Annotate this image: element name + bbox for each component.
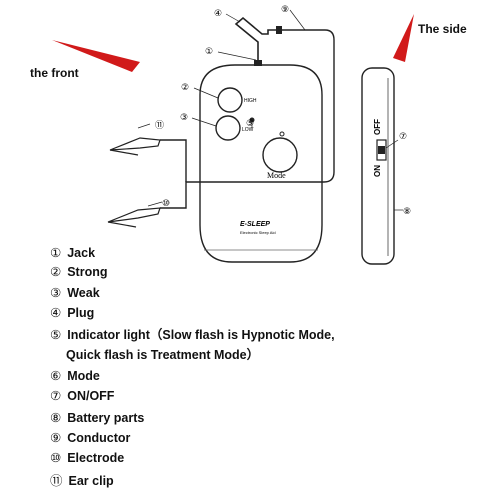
legend-item: ⑥ Mode bbox=[50, 368, 100, 383]
leader-3 bbox=[191, 117, 217, 127]
on-off-switch-knob bbox=[378, 146, 385, 154]
legend-text: Mode bbox=[67, 369, 100, 383]
legend-item: ① Jack bbox=[50, 245, 95, 260]
front-label: the front bbox=[30, 66, 79, 80]
legend-text: Electrode bbox=[67, 451, 125, 465]
callout-5: ⑤ bbox=[246, 119, 254, 129]
legend-text: Quick flash is Treatment Mode） bbox=[66, 348, 260, 362]
callout-2: ② bbox=[181, 83, 189, 93]
callout-11: ⑪ bbox=[155, 120, 164, 131]
leader-4 bbox=[225, 13, 241, 23]
legend-number: ⑥ bbox=[50, 368, 62, 383]
indicator-light bbox=[249, 117, 255, 123]
on-label: ON bbox=[373, 165, 382, 177]
ear-clip-lower-jaw bbox=[107, 221, 137, 228]
legend-text: Strong bbox=[67, 265, 108, 279]
legend-number: ⑦ bbox=[50, 388, 62, 403]
legend-item: ④ Plug bbox=[50, 305, 94, 320]
jack bbox=[254, 60, 262, 66]
front-arrow bbox=[52, 40, 140, 72]
leader-9 bbox=[289, 9, 306, 31]
legend-text: Conductor bbox=[67, 431, 131, 445]
off-label: OFF bbox=[373, 119, 382, 135]
mode-button[interactable] bbox=[262, 137, 298, 173]
ear-clip-lower bbox=[107, 207, 161, 223]
legend-number: ⑧ bbox=[50, 410, 62, 425]
legend-number: ③ bbox=[50, 285, 62, 300]
callout-4: ④ bbox=[214, 9, 222, 19]
legend-item: Quick flash is Treatment Mode） bbox=[66, 344, 259, 363]
mode-label: Mode bbox=[267, 171, 286, 180]
legend-text: Weak bbox=[67, 286, 100, 300]
brand-label: E-SLEEP bbox=[240, 221, 270, 228]
strong-button[interactable] bbox=[217, 87, 243, 113]
legend-text: Battery parts bbox=[67, 411, 145, 425]
brand-sub-label: Electronic Sleep Aid bbox=[240, 230, 276, 235]
side-arrow bbox=[393, 14, 414, 62]
legend-number: ② bbox=[50, 264, 62, 279]
legend-item: ⑪ Ear clip bbox=[50, 470, 114, 489]
legend-number: ⑪ bbox=[50, 473, 63, 488]
legend-number: ④ bbox=[50, 305, 62, 320]
callout-8: ⑧ bbox=[403, 207, 411, 217]
leader-2 bbox=[193, 87, 219, 99]
legend-number: ⑩ bbox=[50, 450, 62, 465]
legend-number: ① bbox=[50, 245, 62, 260]
legend-number: ⑨ bbox=[50, 430, 62, 445]
conductor-cable bbox=[200, 29, 335, 183]
electrode-cable bbox=[160, 181, 200, 209]
legend-number: ⑤ bbox=[50, 327, 62, 342]
side-label: The side bbox=[418, 22, 467, 36]
front-device-body bbox=[199, 64, 323, 263]
legend-item: ⑨ Conductor bbox=[50, 430, 130, 445]
legend-text: ON/OFF bbox=[67, 389, 115, 403]
plug-tip bbox=[276, 26, 282, 34]
legend-item: ⑩ Electrode bbox=[50, 450, 124, 465]
legend-text: Jack bbox=[67, 246, 96, 260]
callout-3: ③ bbox=[180, 113, 188, 123]
callout-7: ⑦ bbox=[399, 132, 407, 142]
side-device-body bbox=[361, 67, 395, 265]
indicator-dot bbox=[279, 131, 285, 137]
callout-9: ⑨ bbox=[281, 5, 289, 15]
legend-item: ⑤ Indicator light（Slow flash is Hypnotic … bbox=[50, 324, 335, 343]
weak-button[interactable] bbox=[215, 115, 241, 141]
leader-1 bbox=[217, 51, 257, 61]
callout-10: ⑩ bbox=[162, 199, 170, 209]
legend-text: Ear clip bbox=[68, 474, 114, 488]
leader-11 bbox=[137, 123, 151, 129]
ear-clip-upper-jaw bbox=[109, 149, 139, 156]
callout-1: ① bbox=[205, 47, 213, 57]
legend-item: ⑧ Battery parts bbox=[50, 410, 144, 425]
electrode-cable-upper bbox=[160, 139, 187, 182]
ear-clip-upper bbox=[109, 137, 161, 151]
high-label: HIGH bbox=[244, 98, 257, 104]
leader-10 bbox=[147, 201, 163, 207]
legend-item: ⑦ ON/OFF bbox=[50, 388, 114, 403]
leader-7 bbox=[385, 139, 399, 149]
low-label: LOW bbox=[242, 127, 254, 133]
plug bbox=[234, 16, 276, 60]
legend-text: Plug bbox=[67, 306, 95, 320]
legend-item: ③ Weak bbox=[50, 285, 100, 300]
legend-text: Indicator light（Slow flash is Hypnotic M… bbox=[67, 328, 335, 342]
legend-item: ② Strong bbox=[50, 264, 108, 279]
